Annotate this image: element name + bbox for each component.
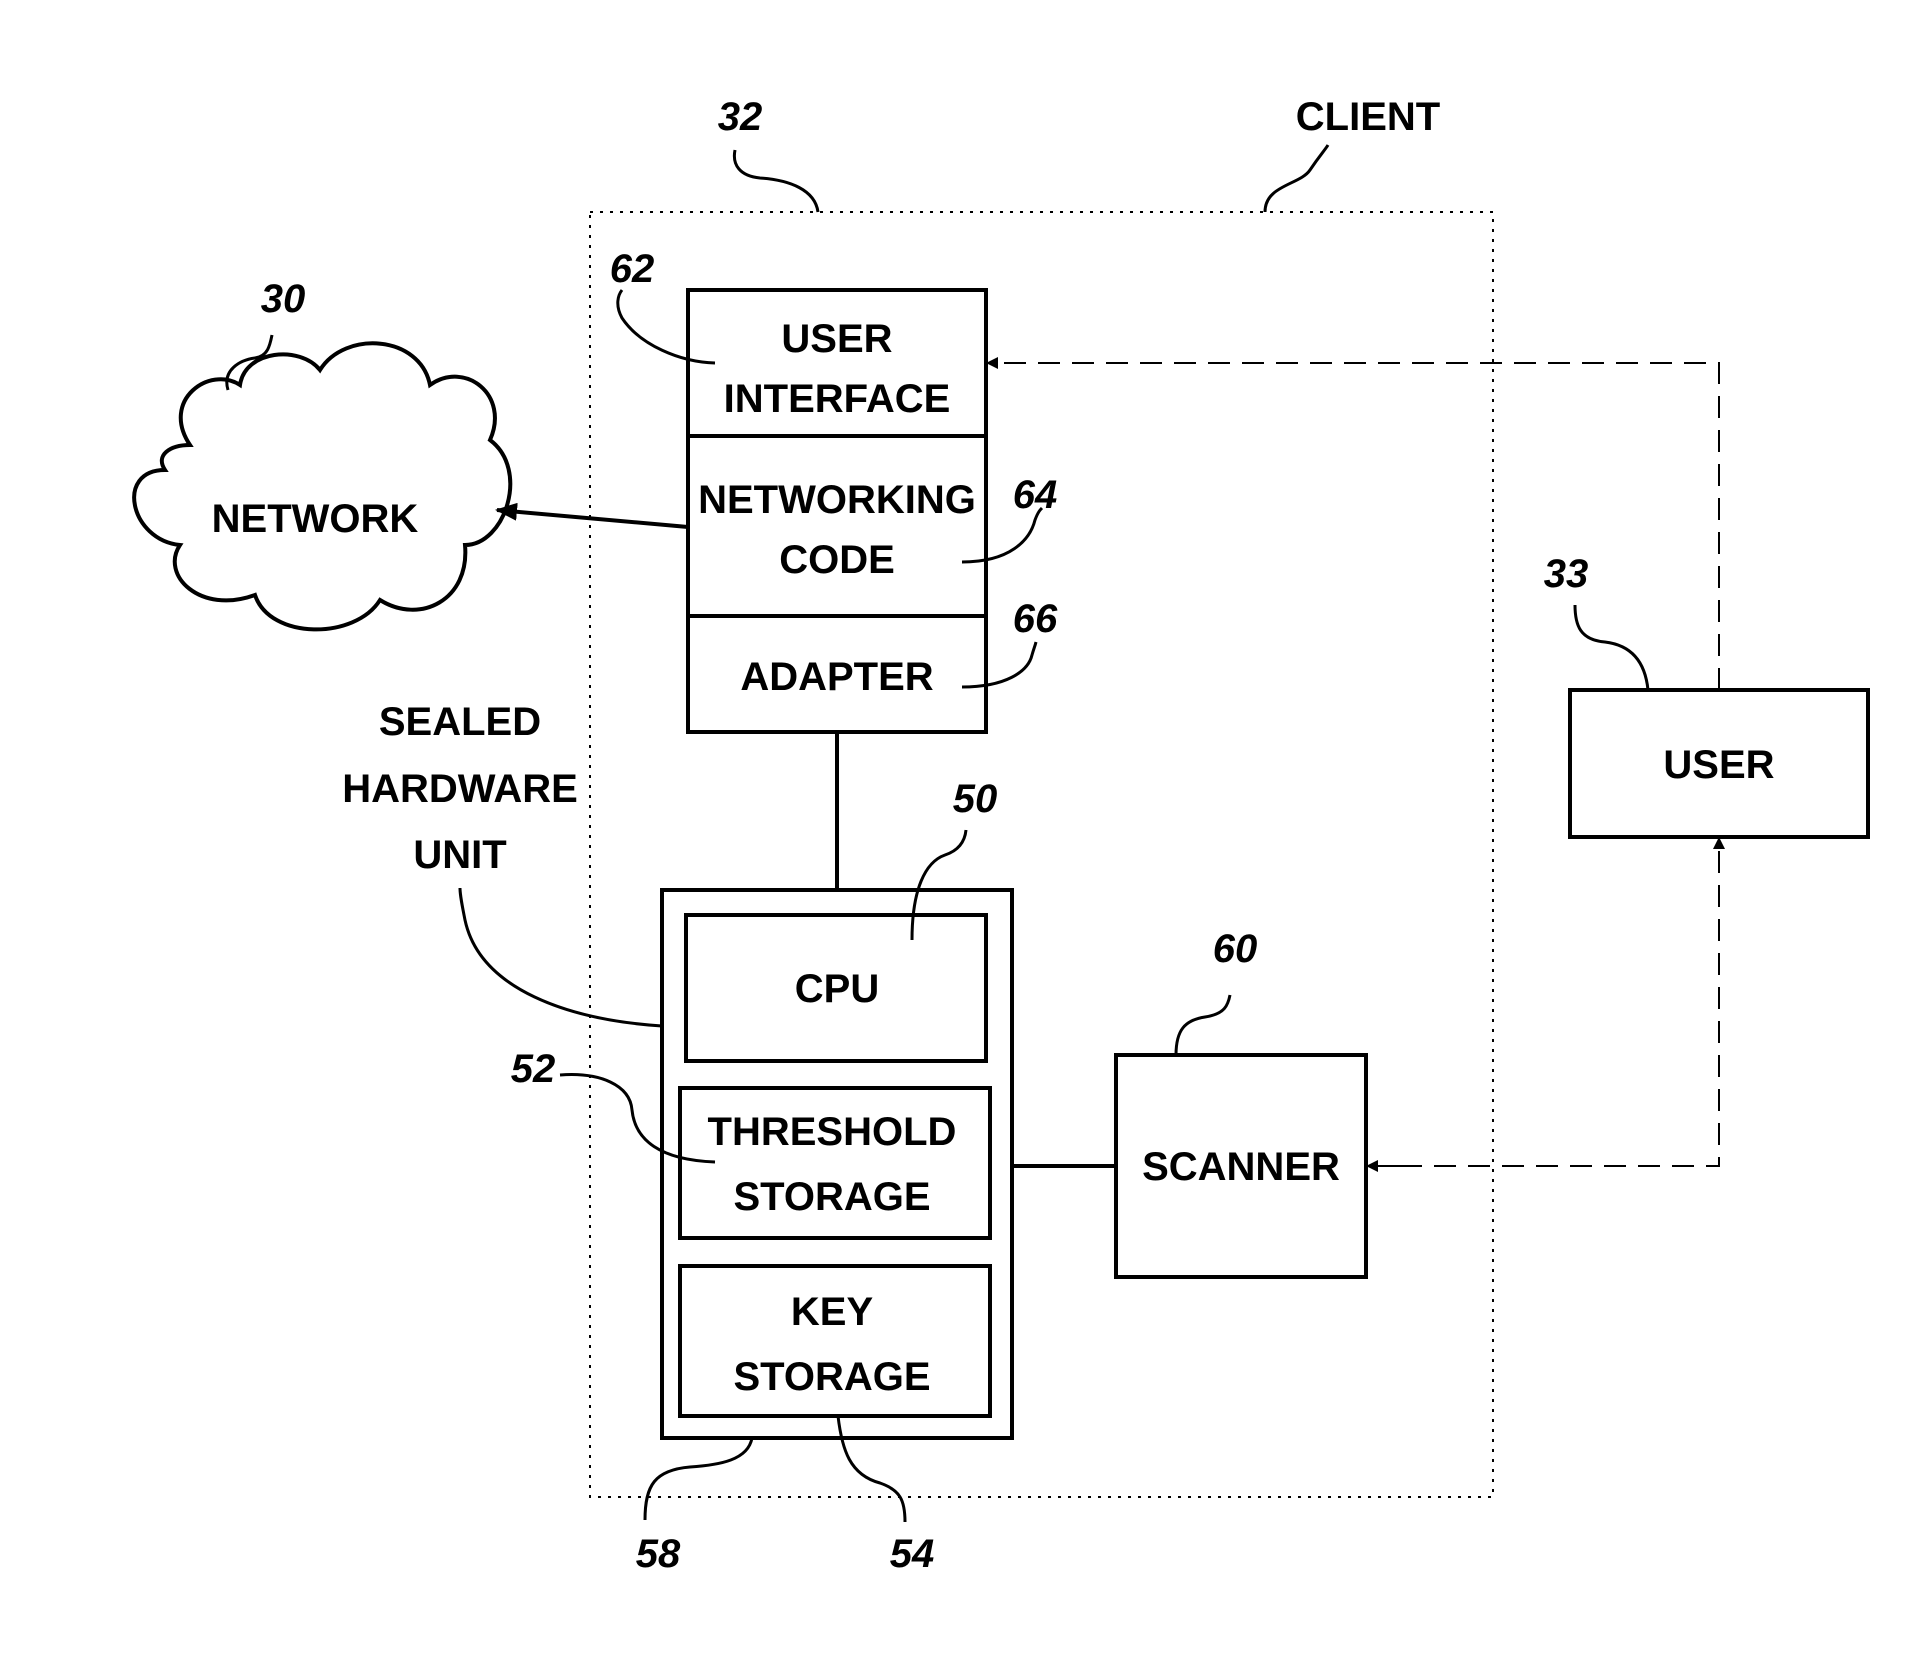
ref-32: 32	[718, 95, 763, 139]
user-label: USER	[1663, 743, 1774, 787]
ref-58: 58	[636, 1532, 681, 1576]
ref-60: 60	[1213, 927, 1258, 971]
sealed-label-line1: SEALED	[379, 700, 541, 744]
network-arrow	[497, 510, 688, 527]
threshold-line2: STORAGE	[733, 1175, 930, 1219]
client-leader	[1265, 145, 1328, 212]
threshold-line1: THRESHOLD	[708, 1110, 957, 1154]
network-cloud	[134, 343, 510, 629]
user-to-scanner-dashed-arrow	[1366, 839, 1719, 1166]
sealed-label-line2: HARDWARE	[342, 767, 578, 811]
user-interface-line2: INTERFACE	[724, 377, 951, 421]
sealed-label-leader	[460, 888, 662, 1026]
ref-30: 30	[261, 277, 306, 321]
ref-33: 33	[1544, 552, 1589, 596]
user-interface-line1: USER	[781, 317, 892, 361]
ref-66: 66	[1013, 597, 1058, 641]
networking-code-box	[688, 436, 986, 616]
networking-code-line2: CODE	[779, 538, 895, 582]
ref-52: 52	[511, 1047, 556, 1091]
ref-32-leader	[734, 150, 818, 212]
ref-58-leader	[645, 1438, 752, 1520]
network-label: NETWORK	[212, 497, 419, 541]
ref-64: 64	[1013, 473, 1058, 517]
key-line1: KEY	[791, 1290, 874, 1334]
adapter-label: ADAPTER	[740, 655, 933, 699]
ref-62: 62	[610, 247, 655, 291]
ref-50: 50	[953, 777, 998, 821]
ref-60-leader	[1176, 995, 1230, 1055]
user-to-ui-dashed-arrow	[988, 363, 1719, 690]
sealed-label-line3: UNIT	[413, 833, 506, 877]
scanner-label: SCANNER	[1142, 1145, 1340, 1189]
ref-54: 54	[890, 1532, 935, 1576]
networking-code-line1: NETWORKING	[698, 478, 976, 522]
client-label: CLIENT	[1296, 95, 1440, 139]
key-line2: STORAGE	[733, 1355, 930, 1399]
cpu-label: CPU	[795, 967, 879, 1011]
ref-33-leader	[1575, 605, 1648, 690]
